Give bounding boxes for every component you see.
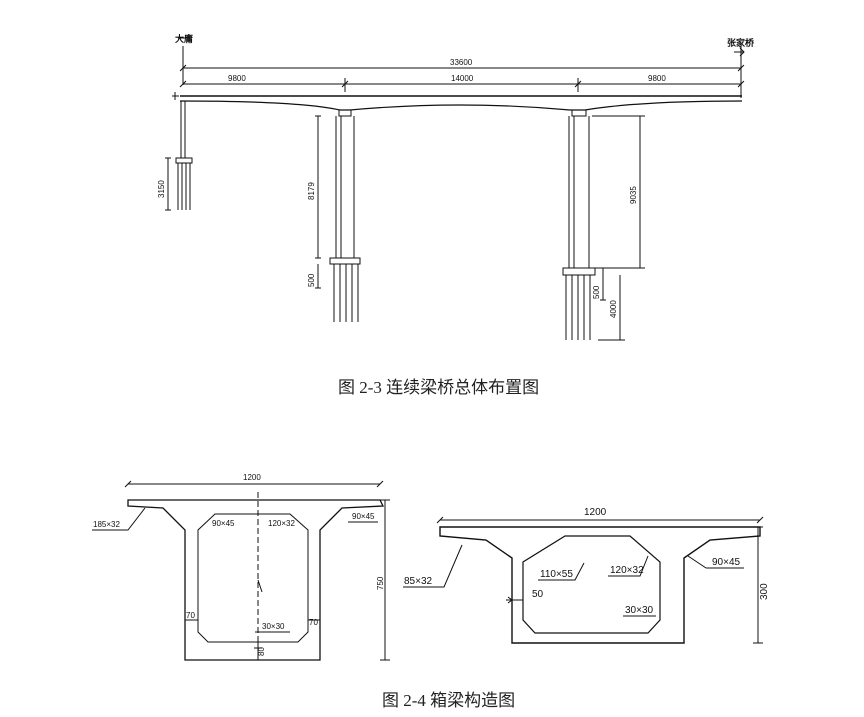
left-haunch-top-left: 90×45 [212, 519, 235, 528]
right-end-label: 张家桥 [727, 37, 755, 48]
pier2-height-dim: 9035 [629, 186, 638, 204]
left-section-width: 1200 [243, 473, 261, 482]
box-girder-section-left [92, 480, 390, 661]
pier2-pile-dim: 4000 [609, 300, 618, 318]
right-haunch-bottom: 30×30 [625, 605, 654, 616]
left-span-dim: 9800 [228, 74, 246, 83]
left-end-label: 大庸 [175, 33, 193, 44]
left-haunch-bottom: 30×30 [262, 622, 285, 631]
pier2-cap-dim: 500 [592, 285, 601, 299]
left-haunch-right: 90×45 [352, 512, 375, 521]
right-web: 50 [532, 589, 544, 600]
figure-2-3-caption: 图 2-3 连续梁桥总体布置图 [338, 378, 539, 397]
box-girder-section-right [403, 516, 764, 644]
left-bottom-slab: 80 [257, 647, 266, 656]
pier1-cap-dim: 500 [307, 273, 316, 287]
left-web-right: 70 [309, 618, 318, 627]
mid-span-dim: 14000 [451, 74, 474, 83]
right-haunch-right: 90×45 [712, 557, 741, 568]
total-span-dim: 33600 [450, 58, 473, 67]
right-flange-label: 85×32 [404, 576, 433, 587]
right-section-width: 1200 [584, 507, 607, 518]
left-section-height: 750 [376, 576, 385, 590]
left-haunch-top-inner: 120×32 [268, 519, 295, 528]
left-flange-label: 185×32 [93, 520, 120, 529]
pier1-height-dim: 8179 [307, 182, 316, 200]
right-haunch-inner: 120×32 [610, 565, 644, 576]
right-section-height: 300 [759, 583, 770, 600]
right-span-dim: 9800 [648, 74, 666, 83]
right-haunch-top: 110×55 [540, 569, 573, 580]
abutment-height-dim: 3150 [157, 180, 166, 198]
left-web-left: 70 [186, 611, 195, 620]
figure-2-4-caption: 图 2-4 箱梁构造图 [382, 691, 515, 710]
bridge-elevation [165, 37, 745, 341]
